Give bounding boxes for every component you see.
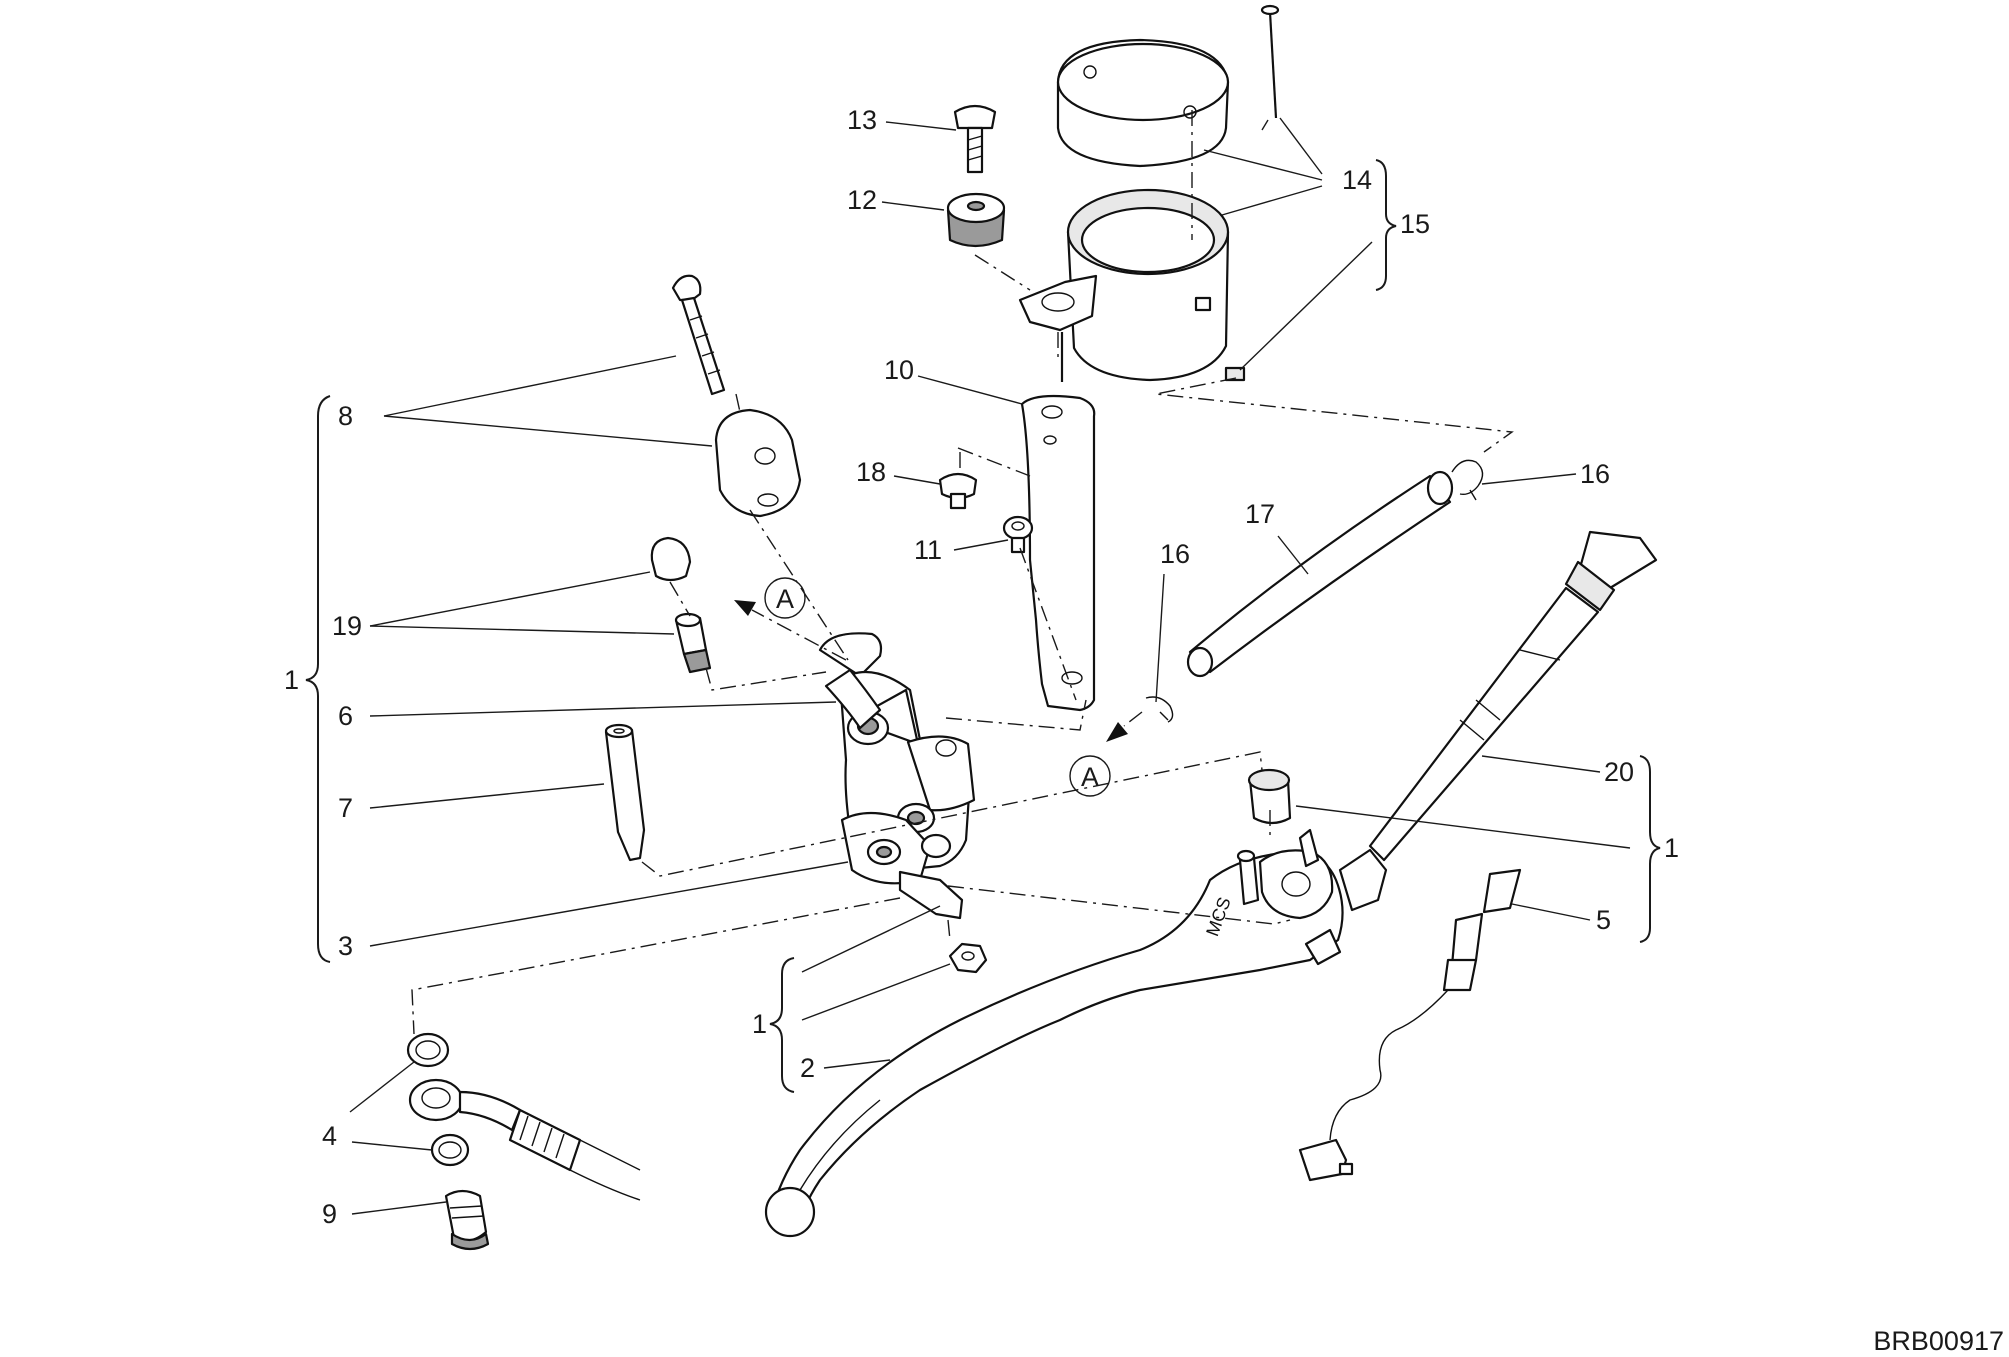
callout-16-mid: 16 <box>1160 539 1190 569</box>
callout-15: 15 <box>1400 209 1430 239</box>
master-cylinder-body <box>818 632 976 920</box>
callout-8: 8 <box>338 401 353 431</box>
callout-1-bottom: 1 <box>752 1009 767 1039</box>
washer-4-bottom <box>430 1133 470 1167</box>
callout-18: 18 <box>856 457 886 487</box>
drawing-code: BRB00917 <box>1873 1326 2004 1356</box>
pin-7 <box>604 723 646 862</box>
push-rod-20 <box>1368 530 1658 862</box>
callout-2: 2 <box>800 1053 815 1083</box>
cap-19 <box>650 536 692 582</box>
hose-clip-16-mid <box>1145 696 1174 723</box>
switch-5 <box>1298 868 1522 1182</box>
screw-13 <box>953 104 997 174</box>
leader-lines <box>349 117 1631 1215</box>
callout-10: 10 <box>884 355 914 385</box>
brace-bottom-assembly-1 <box>769 957 795 1093</box>
washer-4-top <box>406 1032 450 1068</box>
callout-19: 19 <box>332 611 362 641</box>
banjo-bolt-9 <box>444 1189 490 1251</box>
clamp-8 <box>714 408 802 518</box>
brace-left-assembly-1 <box>305 395 331 963</box>
svg-text:A: A <box>776 584 794 614</box>
bleed-fitting-19 <box>674 612 712 674</box>
callout-4: 4 <box>322 1121 337 1151</box>
brace-15 <box>1375 159 1397 291</box>
reservoir-body <box>1018 188 1246 382</box>
callout-13: 13 <box>847 105 877 135</box>
callout-1-left: 1 <box>284 665 299 695</box>
callout-labels: 13 12 14 15 10 18 11 8 19 1 6 7 3 17 16 … <box>284 105 1679 1229</box>
grommet-12 <box>946 192 1006 248</box>
callout-7: 7 <box>338 793 353 823</box>
callout-5: 5 <box>1596 905 1611 935</box>
assembly-lines <box>411 110 1514 1035</box>
long-screw <box>1260 4 1280 119</box>
reservoir-cap <box>1056 38 1230 168</box>
arrow-to-a-bottom <box>1106 711 1143 742</box>
callout-1-right: 1 <box>1664 833 1679 863</box>
screw-18 <box>938 472 978 510</box>
brace-right-assembly-1 <box>1639 755 1661 943</box>
banjo-hose <box>408 1078 641 1201</box>
arrow-to-a-top <box>734 600 847 661</box>
brake-lever-2: MCS <box>764 828 1388 1238</box>
detail-marker-a-top: A <box>764 577 806 619</box>
detail-marker-a-bottom: A <box>1069 755 1111 797</box>
callout-20: 20 <box>1604 757 1634 787</box>
hose-clip-16-top <box>1451 459 1484 501</box>
nut <box>948 942 988 974</box>
reservoir-hose-17 <box>1186 470 1454 678</box>
callout-17: 17 <box>1245 499 1275 529</box>
callout-6: 6 <box>338 701 353 731</box>
callout-11: 11 <box>914 535 942 565</box>
bracket-10 <box>1020 394 1096 712</box>
bolt-8 <box>671 274 726 396</box>
callout-9: 9 <box>322 1199 337 1229</box>
callout-12: 12 <box>847 185 877 215</box>
screw-11 <box>1002 515 1034 554</box>
bushing-1 <box>1247 768 1292 825</box>
callout-14: 14 <box>1342 165 1372 195</box>
svg-text:A: A <box>1081 762 1099 792</box>
callout-3: 3 <box>338 931 353 961</box>
callout-16-top: 16 <box>1580 459 1610 489</box>
